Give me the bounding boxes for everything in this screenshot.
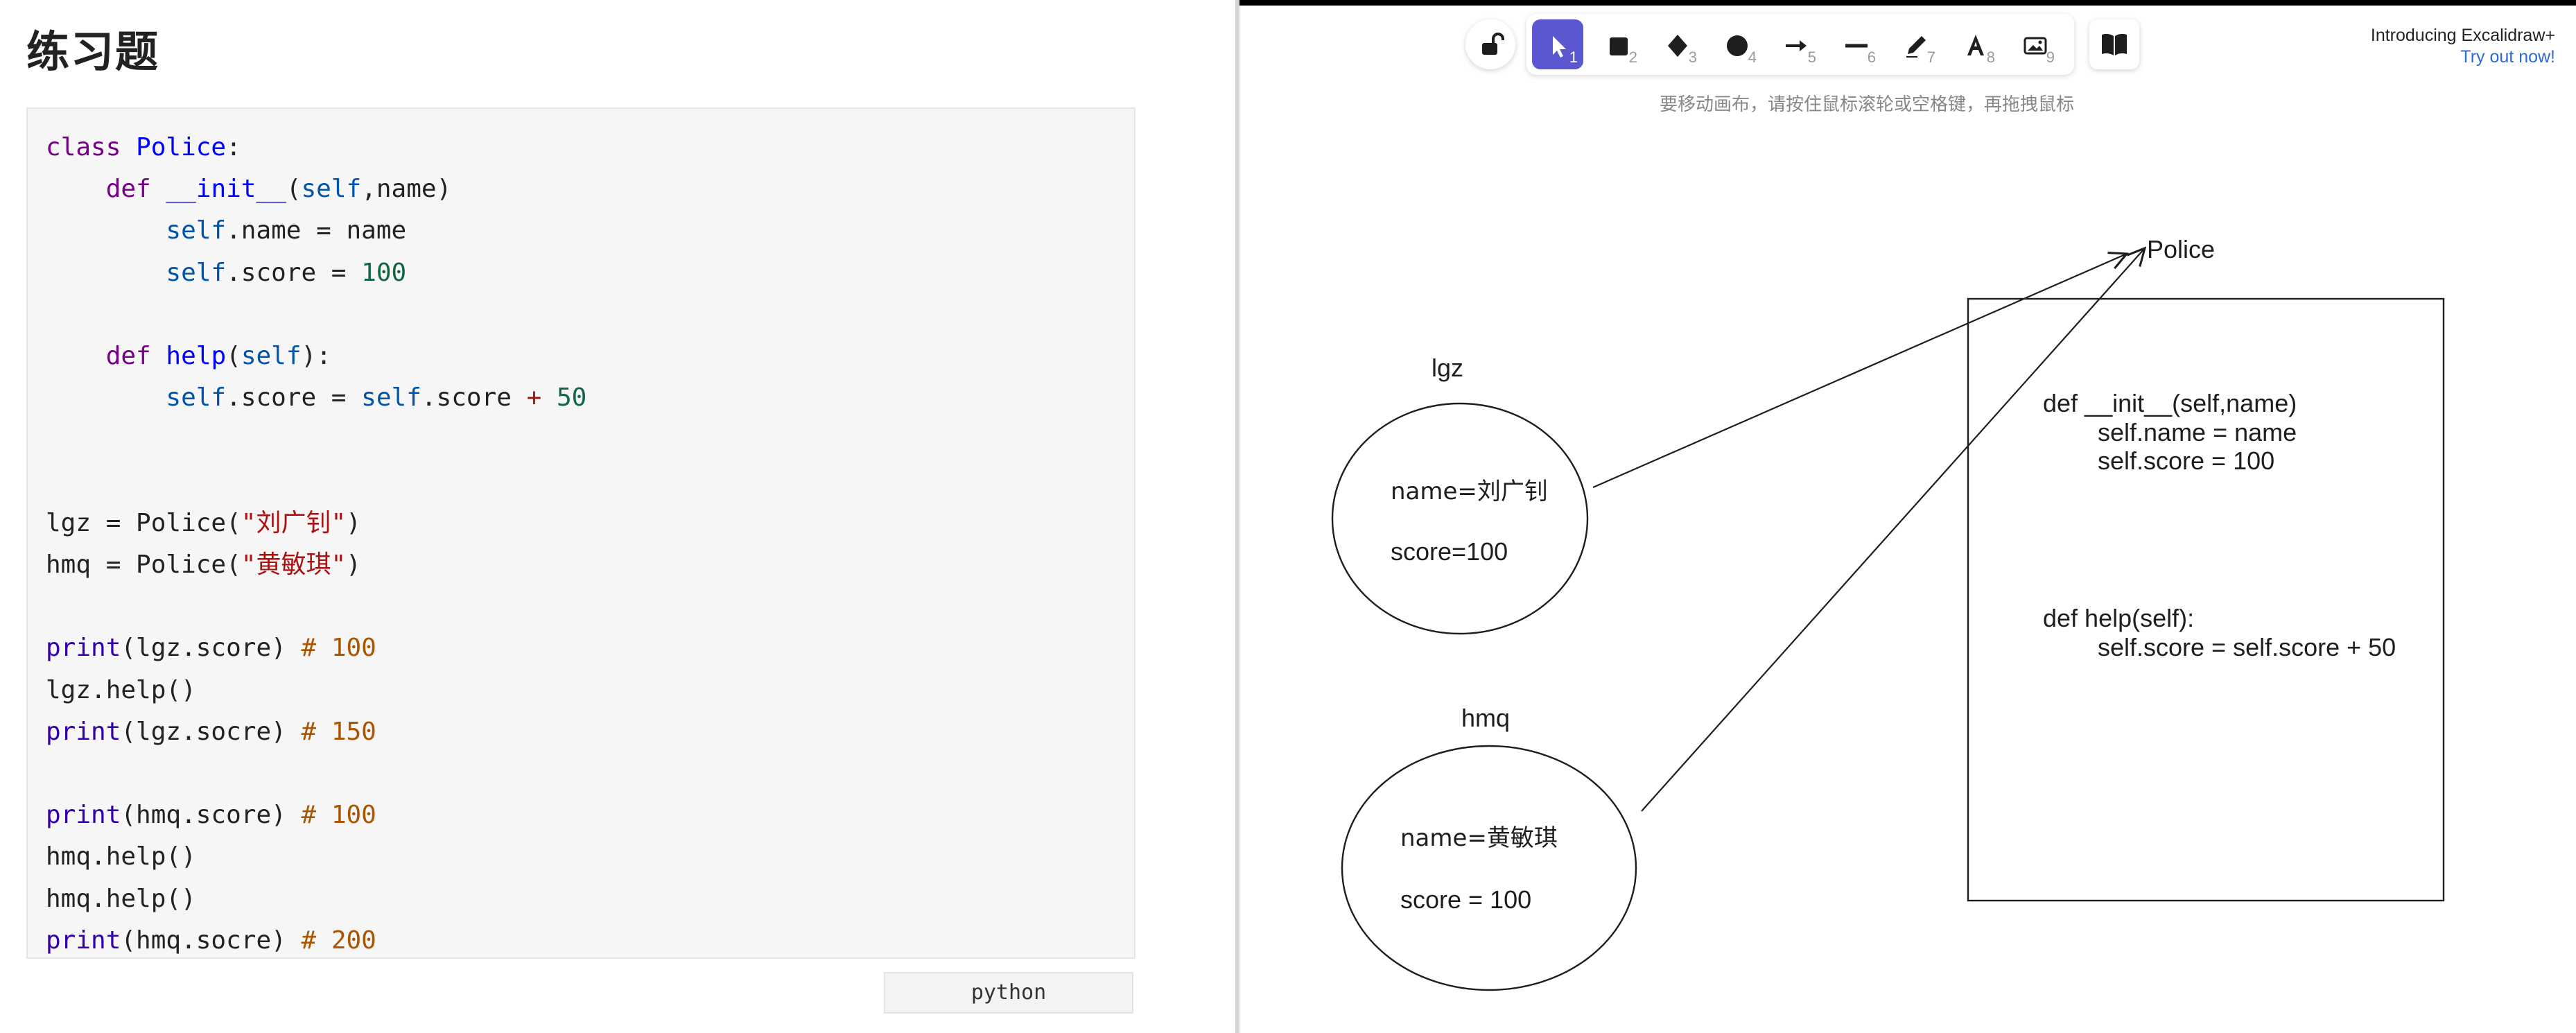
tool-shortcut: 2	[1628, 49, 1637, 66]
code-token: print	[46, 801, 121, 830]
code-block[interactable]: class Police: def __init__(self,name) se…	[26, 107, 1135, 959]
pane-divider[interactable]	[1235, 0, 1239, 1033]
book-icon	[2102, 33, 2127, 55]
tool-text[interactable]: 8	[1949, 19, 2001, 69]
code-token: self	[166, 383, 227, 413]
code-token: help	[166, 342, 227, 371]
code-token: self	[166, 216, 227, 245]
code-token: "刘广钊"	[241, 508, 347, 537]
code-token: def	[105, 342, 151, 371]
code-text: class Police: def __init__(self,name) se…	[46, 133, 587, 955]
code-token: # 100	[301, 634, 376, 663]
tool-line[interactable]: 6	[1830, 19, 1881, 69]
square-icon	[1610, 37, 1628, 55]
toolbar: 1 2 3 4 5 6 7 8	[1526, 14, 2074, 75]
tool-arrow[interactable]: 5	[1770, 19, 1822, 69]
tool-shortcut: 6	[1867, 49, 1876, 66]
class-box-line: def __init__(self,name)	[2043, 389, 2297, 417]
tool-shortcut: 4	[1748, 49, 1757, 66]
promo-link[interactable]: Try out now!	[2460, 47, 2555, 67]
object-field: name=刘广钊	[1391, 478, 1548, 505]
code-token: "黄敏琪"	[241, 550, 347, 580]
top-strip	[1239, 0, 2576, 6]
object-field: score=100	[1391, 537, 1508, 566]
tool-shortcut: 5	[1807, 49, 1816, 66]
code-language-button[interactable]: python	[884, 972, 1133, 1014]
code-token: print	[46, 717, 121, 746]
code-token: print	[46, 926, 121, 955]
object-field: name=黄敏琪	[1400, 824, 1558, 852]
page-title: 练习题	[26, 26, 160, 77]
class-box[interactable]	[1967, 297, 2445, 902]
code-token: # 100	[301, 801, 376, 830]
class-label[interactable]: Police	[2147, 235, 2215, 263]
code-token: # 200	[301, 926, 376, 955]
image-icon	[2024, 37, 2047, 55]
code-token: Police	[136, 133, 227, 162]
tool-shortcut: 8	[1986, 49, 1995, 66]
tool-ellipse[interactable]: 4	[1711, 19, 1762, 69]
tool-shortcut: 1	[1569, 49, 1578, 66]
tool-shortcut: 3	[1688, 49, 1697, 66]
object-label-lgz[interactable]: lgz	[1431, 354, 1463, 382]
tool-diamond[interactable]: 3	[1651, 19, 1703, 69]
tool-rectangle[interactable]: 2	[1592, 19, 1643, 69]
unlock-icon	[1482, 33, 1504, 55]
promo-title: Introducing Excalidraw+	[2370, 26, 2555, 45]
pointer-icon	[1553, 36, 1566, 58]
class-box-line: def help(self):	[2043, 604, 2194, 632]
tool-shortcut: 9	[2046, 49, 2055, 66]
code-token: def	[105, 175, 151, 204]
canvas-hint: 要移动画布，请按住鼠标滚轮或空格键，再拖拽鼠标	[1659, 94, 2074, 115]
code-token: +	[526, 383, 542, 413]
code-token: # 150	[301, 717, 376, 746]
tool-selection[interactable]: 1	[1532, 19, 1583, 69]
text-icon	[1967, 35, 1984, 55]
object-ellipse-hmq[interactable]	[1341, 745, 1637, 991]
excalidraw-pane[interactable]: Police def __init__(self,name) self.name…	[1239, 0, 2576, 1033]
drawing-canvas[interactable]: Police def __init__(self,name) self.name…	[1239, 0, 2576, 1033]
class-box-line: self.score = self.score + 50	[2098, 633, 2396, 661]
code-token: 50	[556, 383, 587, 413]
lock-button[interactable]	[1465, 19, 1515, 69]
library-button[interactable]	[2089, 19, 2139, 69]
class-box-line: self.score = 100	[2098, 446, 2274, 475]
code-token: 100	[361, 258, 407, 287]
tool-draw[interactable]: 7	[1890, 19, 1941, 69]
code-token: self	[301, 175, 362, 204]
tool-shortcut: 7	[1926, 49, 1935, 66]
tool-image[interactable]: 9	[2009, 19, 2060, 69]
diamond-icon	[1668, 35, 1687, 57]
object-ellipse-lgz[interactable]	[1331, 402, 1589, 635]
arrow-icon	[1786, 40, 1807, 51]
code-token: __init__	[166, 175, 286, 204]
circle-icon	[1727, 35, 1748, 56]
line-icon	[1845, 44, 1868, 48]
class-box-line: self.name = name	[2098, 418, 2297, 446]
code-token: self	[166, 258, 227, 287]
excalidraw-plus-promo[interactable]: Introducing Excalidraw+ Try out now!	[2371, 25, 2555, 68]
code-token: self	[241, 342, 302, 371]
object-label-hmq[interactable]: hmq	[1461, 704, 1510, 732]
pencil-icon	[1906, 36, 1926, 58]
document-pane: 练习题 class Police: def __init__(self,name…	[0, 0, 1235, 1033]
code-token: class	[46, 133, 121, 162]
code-token: print	[46, 634, 121, 663]
object-field: score = 100	[1400, 885, 1531, 914]
arrow-lgz-to-police[interactable]	[1592, 254, 2127, 489]
code-token: self	[361, 383, 421, 413]
arrow-hmq-to-police[interactable]	[1641, 248, 2145, 812]
